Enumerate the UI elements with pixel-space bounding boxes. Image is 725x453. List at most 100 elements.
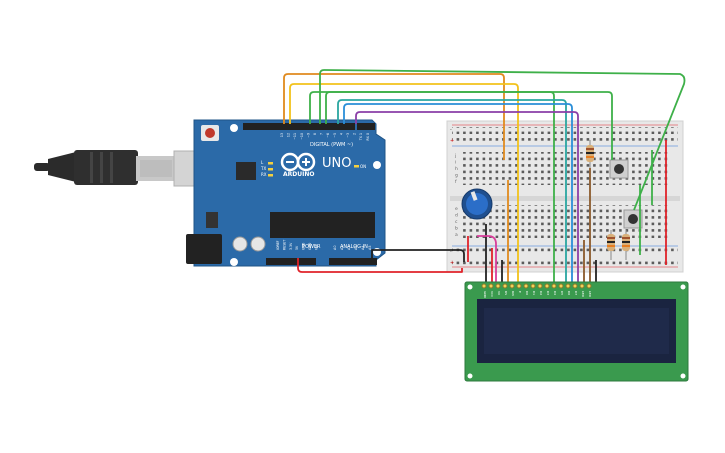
lcd-pin[interactable] — [495, 283, 501, 289]
wire-orange[interactable] — [283, 73, 505, 160]
capacitor — [250, 236, 266, 252]
row-letter: g — [455, 174, 458, 179]
row-letter: i — [455, 160, 456, 166]
lcd-pin[interactable] — [488, 283, 494, 289]
digital-pin-label: ~5 — [333, 133, 337, 138]
lcd-pin[interactable] — [544, 283, 550, 289]
analog-pin-label: A0 — [333, 246, 337, 250]
atmega-chip — [270, 212, 375, 238]
lcd-pin[interactable] — [586, 283, 592, 289]
wire-black-gnd[interactable] — [371, 249, 465, 262]
power-header[interactable] — [266, 258, 316, 265]
digital-pin-label: ~6 — [326, 133, 330, 138]
analog-pin-label: A5 — [368, 246, 372, 250]
brand-label: ARDUINO — [283, 171, 314, 178]
resistor-3 — [622, 230, 630, 260]
wire-blue[interactable] — [343, 103, 573, 285]
lcd-screen — [484, 308, 669, 354]
lcd-pin[interactable] — [537, 283, 543, 289]
l-led-label: L — [261, 160, 264, 165]
rail-minus-label: - — [450, 127, 452, 133]
lcd-pin[interactable] — [516, 283, 522, 289]
push-button-1[interactable] — [609, 159, 629, 179]
digital-pin-label: RX 0 — [366, 133, 370, 140]
lcd-pin-label: D3 — [546, 291, 550, 295]
lcd-pin[interactable] — [565, 283, 571, 289]
wire-green-2[interactable] — [325, 91, 613, 160]
row-letter: b — [455, 226, 458, 232]
wire-pink[interactable] — [477, 235, 497, 285]
rx-label: RX — [261, 172, 267, 177]
digital-pin-label: 7 — [320, 133, 324, 135]
lcd-pin-label: V0 — [497, 291, 501, 295]
digital-pin-label: 13 — [280, 133, 284, 137]
analog-header[interactable] — [329, 258, 377, 265]
digital-pin-label: TX 1 — [359, 133, 363, 141]
lcd-pin[interactable] — [551, 283, 557, 289]
lcd-pin-label: GND — [483, 291, 487, 299]
analog-pin-label: A4 — [361, 246, 365, 250]
power-pin-label: IOREF — [276, 240, 280, 250]
wire-purple[interactable] — [355, 111, 579, 285]
power-pin-label: 5V — [295, 245, 299, 250]
lcd-pin[interactable] — [579, 283, 585, 289]
arduino-board[interactable]: ARDUINO UNO DIGITAL (PWM ~) POWER ANALOG… — [186, 119, 386, 267]
row-letter: a — [455, 233, 458, 238]
lcd-pin-label: D2 — [539, 291, 543, 295]
lcd-pin-label: D5 — [560, 291, 564, 295]
lcd-pin-label: D4 — [553, 291, 557, 295]
digital-pin-label: ~10 — [300, 133, 304, 140]
usb-cable[interactable] — [34, 150, 220, 187]
power-pin-label: 3.3V — [289, 242, 293, 250]
row-letter: e — [455, 207, 458, 212]
lcd-pin-label: RS — [504, 291, 508, 295]
resistor-1 — [586, 140, 594, 170]
power-label: POWER — [302, 244, 321, 250]
resistor-2 — [607, 230, 615, 260]
digital-pin-label: 2 — [353, 133, 357, 135]
lcd-pin-label: D6 — [567, 291, 571, 295]
digital-header[interactable] — [243, 123, 355, 130]
lcd-pin-label: D7 — [574, 291, 578, 295]
digital-pin-label: 8 — [313, 133, 317, 135]
lcd-pin[interactable] — [481, 283, 487, 289]
usb-chip — [236, 162, 256, 180]
wire-green-long[interactable] — [319, 69, 686, 211]
push-button-2[interactable] — [623, 209, 643, 229]
row-letter: c — [455, 220, 458, 225]
lcd-pin-label: VCC — [490, 291, 494, 297]
lcd-pin[interactable] — [558, 283, 564, 289]
power-pin-label: GND — [302, 242, 306, 250]
wire-teal[interactable] — [337, 99, 567, 285]
lcd-pin[interactable] — [530, 283, 536, 289]
lcd-pin[interactable] — [502, 283, 508, 289]
digital-header-2[interactable] — [357, 123, 375, 130]
rail-plus-label-bottom: + — [450, 260, 454, 266]
analog-label: ANALOG IN — [340, 244, 368, 250]
mount-hole — [373, 161, 381, 169]
capacitor — [232, 236, 248, 252]
digital-label: DIGITAL (PWM ~) — [310, 142, 353, 148]
power-pin-label: GND — [308, 242, 312, 250]
row-letter: d — [455, 213, 458, 219]
power-pin-label: RESET — [282, 240, 286, 250]
wire-red-5v[interactable] — [297, 258, 463, 273]
wire-yellow[interactable] — [289, 83, 519, 285]
digital-pin-label: ~3 — [346, 133, 350, 138]
lcd-pin[interactable] — [572, 283, 578, 289]
model-label: UNO — [322, 156, 351, 171]
potentiometer[interactable] — [461, 188, 493, 220]
digital-pin-label: ~11 — [293, 133, 297, 140]
row-letter: h — [455, 166, 458, 172]
lcd-pin-label: LED — [581, 291, 585, 298]
on-label: ON — [360, 164, 366, 169]
wires — [283, 69, 686, 285]
lcd-pin[interactable] — [523, 283, 529, 289]
lcd-pin[interactable] — [509, 283, 515, 289]
regulator — [206, 212, 218, 228]
rail-minus-label-bottom: - — [450, 249, 452, 255]
